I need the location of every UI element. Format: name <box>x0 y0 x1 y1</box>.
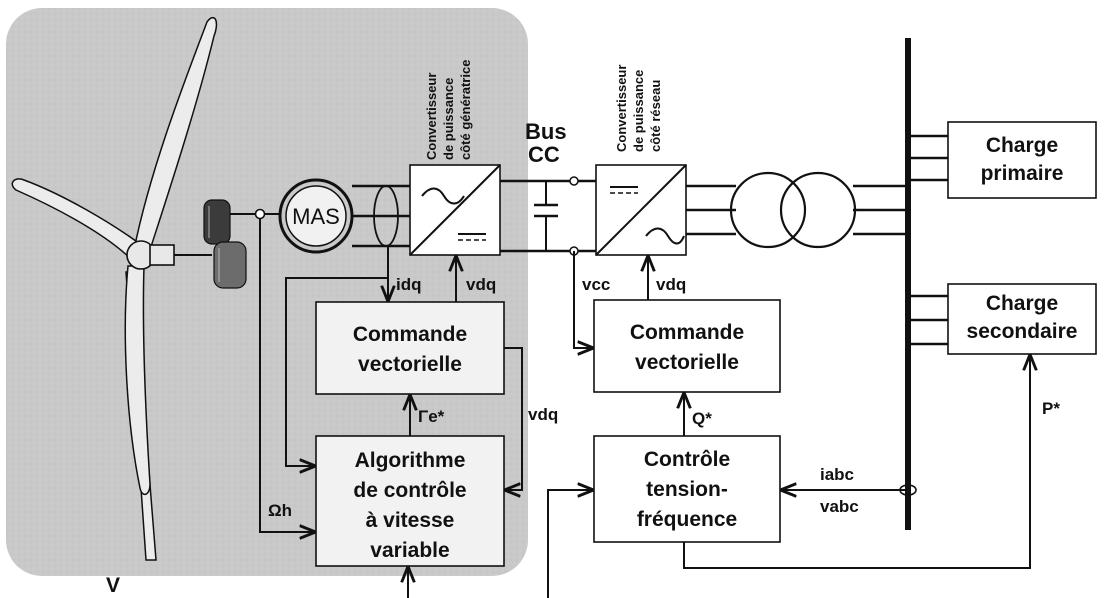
svg-text:côté génératrice: côté génératrice <box>458 60 473 160</box>
svg-text:Convertisseur: Convertisseur <box>614 65 629 152</box>
vf-control-line2: tension- <box>646 478 728 501</box>
signal-vdq-side: vdq <box>528 405 558 424</box>
vector-control-left-box <box>315 301 505 395</box>
signal-iabc: iabc <box>820 465 854 484</box>
signal-vcc: vcc <box>582 275 610 294</box>
signal-vdq-right: vdq <box>656 275 686 294</box>
blade-lower <box>124 265 151 496</box>
signal-gamma-e-ref: Γe* <box>418 407 445 426</box>
vector-control-right-line2: vectorielle <box>635 351 739 374</box>
vector-control-right-line1: Commande <box>630 321 744 344</box>
primary-load-lines <box>908 134 948 182</box>
machine-label: MAS <box>292 204 340 229</box>
speed-algorithm-line4: variable <box>370 539 449 562</box>
converter-generator-side <box>409 164 501 256</box>
secondary-load-line1: Charge <box>986 292 1058 315</box>
stator-lines <box>352 184 410 248</box>
secondary-load-lines <box>908 294 948 346</box>
signal-idq: idq <box>396 275 422 294</box>
primary-load-line2: primaire <box>981 162 1064 185</box>
gen-converter-title: Convertisseur de puissance côté génératr… <box>424 60 473 160</box>
nacelle <box>149 244 175 266</box>
signal-wires-left <box>259 218 523 598</box>
gearbox-icon <box>203 199 247 289</box>
speed-algorithm-line3: à vitesse <box>366 509 455 532</box>
signal-vdq-top-left: vdq <box>466 275 496 294</box>
wind-turbine <box>11 16 281 561</box>
secondary-load-box <box>947 283 1097 355</box>
grid-converter-title: Convertisseur de puissance côté réseau <box>614 65 663 152</box>
transformer-grid-lines <box>853 184 908 236</box>
svg-text:Convertisseur: Convertisseur <box>424 73 439 160</box>
signal-omega-h: Ωh <box>268 501 292 520</box>
svg-text:côté réseau: côté réseau <box>648 80 663 152</box>
speed-sensor-point <box>254 208 266 220</box>
speed-algorithm-line2: de contrôle <box>353 479 466 502</box>
dc-bus-label-2: CC <box>528 142 560 167</box>
speed-algorithm-box <box>315 435 505 567</box>
vector-control-left-line2: vectorielle <box>358 353 462 376</box>
vf-control-line1: Contrôle <box>644 448 730 471</box>
blade-upper <box>133 16 218 258</box>
blade-left <box>11 178 142 260</box>
signal-p-ref: P* <box>1042 399 1060 418</box>
svg-text:de puissance: de puissance <box>631 70 646 152</box>
primary-load-box <box>947 121 1097 199</box>
transformer-icon <box>729 171 857 249</box>
signal-q-ref: Q* <box>692 409 712 428</box>
converter-grid-side <box>595 164 687 256</box>
vf-control-box <box>593 435 781 543</box>
vector-control-right-box <box>593 299 781 393</box>
current-sensor-left <box>373 185 399 247</box>
vector-control-left-line1: Commande <box>353 323 467 346</box>
converter-transformer-lines <box>686 184 736 236</box>
dc-bus <box>500 176 596 256</box>
primary-load-line1: Charge <box>986 134 1058 157</box>
signal-wires-right <box>547 251 1030 598</box>
signal-vabc: vabc <box>820 497 859 516</box>
vf-control-line3: fréquence <box>637 508 737 531</box>
secondary-load-line2: secondaire <box>967 320 1078 343</box>
speed-algorithm-line1: Algorithme <box>355 449 466 472</box>
svg-text:de puissance: de puissance <box>441 78 456 160</box>
dc-bus-label-1: Bus <box>525 119 567 144</box>
wind-speed-label: V <box>106 574 120 597</box>
